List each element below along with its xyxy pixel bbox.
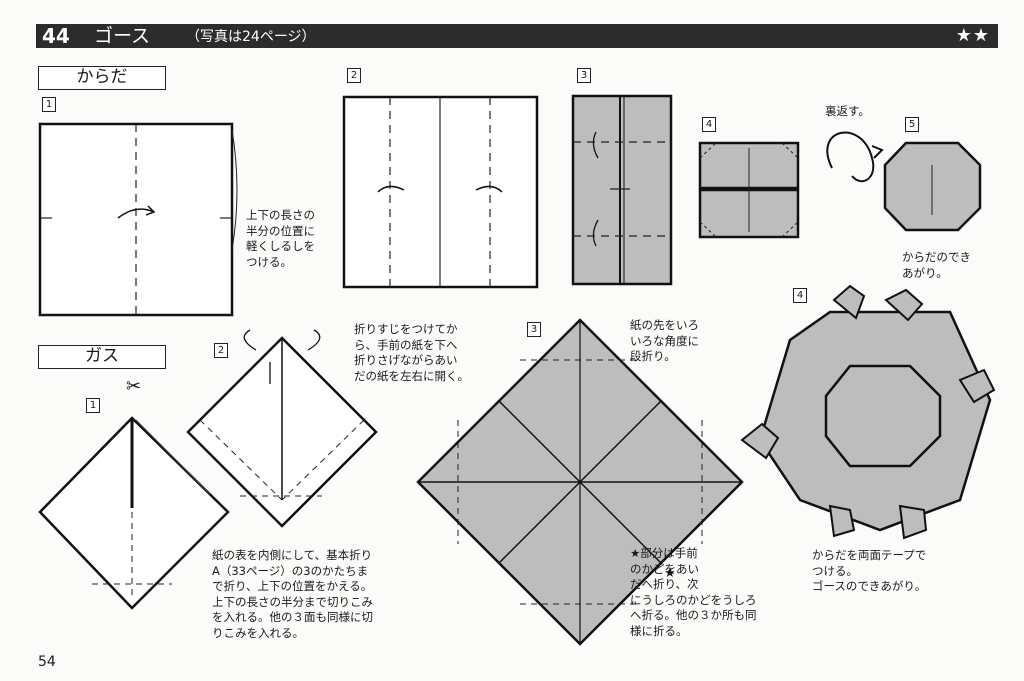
step-number-body-4: 4 xyxy=(702,117,716,132)
step-number-body-2: 2 xyxy=(347,68,361,83)
note-gauze-step-3-top: 紙の先をいろ いろな角度に 段折り。 xyxy=(630,318,699,363)
star-icon: ★ xyxy=(664,566,676,581)
section-label-body: からだ xyxy=(38,66,166,90)
difficulty-stars: ★★ xyxy=(955,25,990,46)
note-gauze-step-1: 紙の表を内側にして、基本折り A（33ページ）の3のかたちま で折り、上下の位置… xyxy=(212,548,373,640)
step-number-body-5: 5 xyxy=(905,117,919,132)
title-bar: 44 ゴース （写真は24ページ） ★★ xyxy=(36,24,998,48)
section-label-gauze: ガス xyxy=(38,345,166,369)
note-flip: 裏返す。 xyxy=(825,104,870,118)
step-number-body-3: 3 xyxy=(577,68,591,83)
page-number: 54 xyxy=(38,654,56,670)
note-gauze-step-2: 折りすじをつけてか ら、手前の紙を下へ 折りさげながらあい だの紙を左右に開く。 xyxy=(354,322,469,383)
note-gauze-step-4: からだを両面テープで つける。 ゴースのできあがり。 xyxy=(812,548,927,593)
photo-reference: （写真は24ページ） xyxy=(186,29,316,45)
step-number-gauze-1: 1 xyxy=(86,398,100,413)
step-number-gauze-2: 2 xyxy=(214,343,228,358)
note-body-step-1: 上下の長さの 半分の位置に 軽くしるしを つける。 xyxy=(246,208,315,269)
scissors-icon: ✂ xyxy=(126,376,142,397)
step-number-gauze-3: 3 xyxy=(527,322,541,337)
model-title: ゴース xyxy=(94,25,151,47)
model-number: 44 xyxy=(42,24,70,48)
step-number-gauze-4: 4 xyxy=(793,288,807,303)
note-gauze-step-3-bottom: ★部分は手前 のかどをあい だへ折り、次 にうしろのかどをうしろ へ折る。他の３… xyxy=(630,546,757,638)
step-number-body-1: 1 xyxy=(42,97,56,112)
note-body-step-5: からだのでき あがり。 xyxy=(902,250,971,280)
